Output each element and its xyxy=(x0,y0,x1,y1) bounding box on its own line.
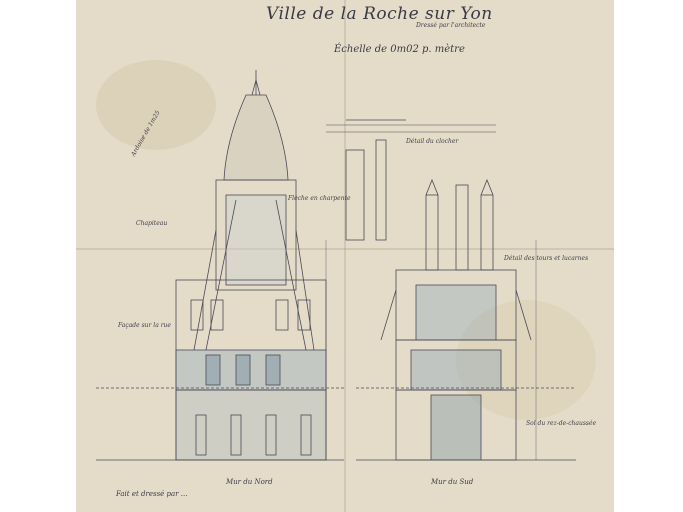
section-label-left: Mur du Nord xyxy=(226,478,273,486)
annotation: Flèche en charpente xyxy=(288,195,351,202)
annotation: Sol du rez-de-chaussée xyxy=(526,420,597,427)
paper-stain xyxy=(96,60,216,150)
signature-note: Dressé par l'architecte xyxy=(416,22,486,29)
drawing-subtitle: Échelle de 0m02 p. mètre xyxy=(334,44,465,55)
fold-line-horizontal xyxy=(76,248,614,250)
drawing-title: Ville de la Roche sur Yon xyxy=(266,4,493,24)
annotation: Détail des tours et lucarnes xyxy=(504,255,589,262)
annotation: Chapiteau xyxy=(136,220,168,227)
bottom-left-note: Fait et dressé par ... xyxy=(116,490,188,498)
section-label-right: Mur du Sud xyxy=(431,478,474,486)
annotation: Détail du clocher xyxy=(406,138,459,145)
paper-stain xyxy=(456,300,596,420)
architectural-elevation-drawing xyxy=(96,70,576,461)
drawing-sheet: Ville de la Roche sur Yon Échelle de 0m0… xyxy=(76,0,614,512)
fold-line-vertical xyxy=(344,0,346,512)
caption-left: Façade sur la rue xyxy=(118,322,171,329)
